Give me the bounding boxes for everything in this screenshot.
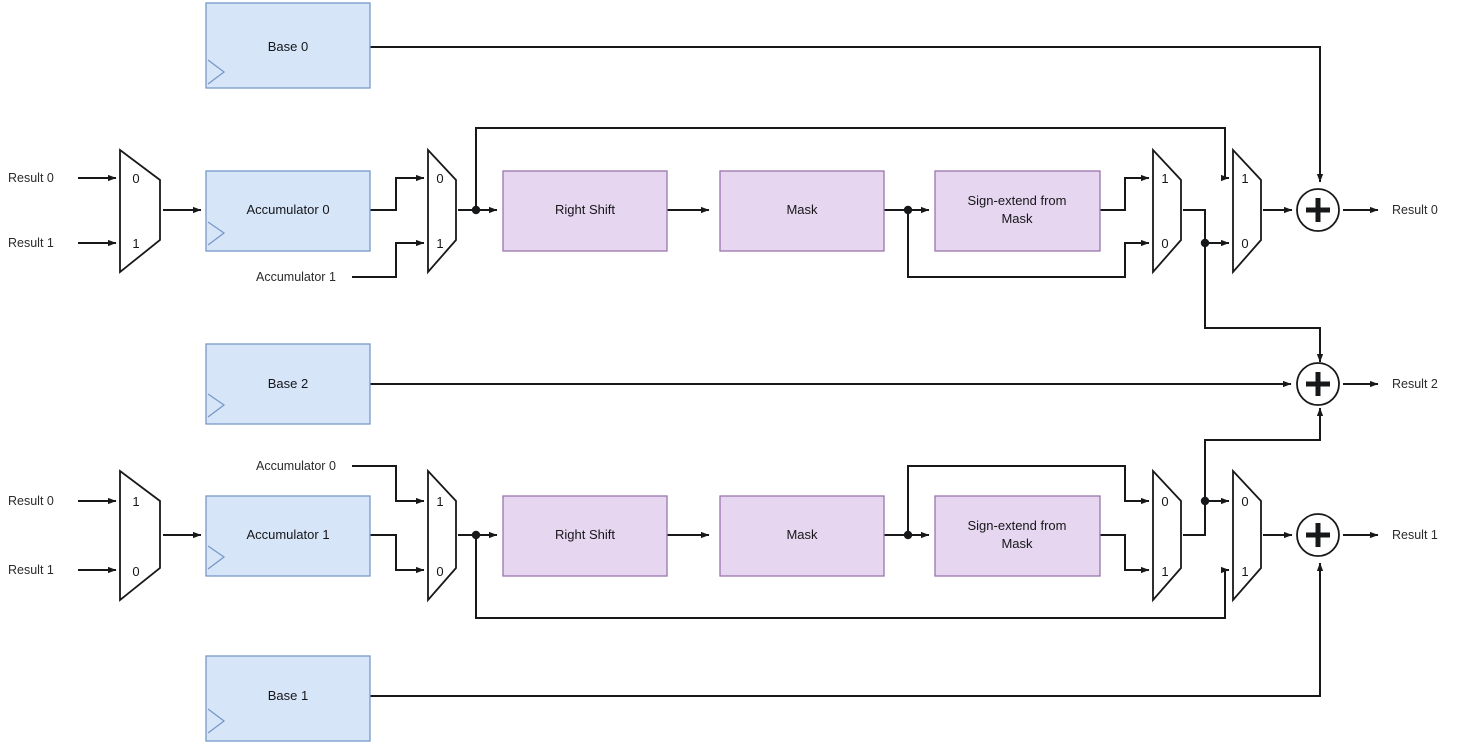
register-base1[interactable]: Base 1 <box>205 655 371 742</box>
mux-bot-final[interactable]: 0 1 <box>1232 468 1262 603</box>
wire-bot-bypass-to-muxbotfinal-1 <box>475 535 1230 619</box>
op-right-shift-bottom[interactable]: Right Shift <box>502 495 668 577</box>
register-accumulator1-label: Accumulator 1 <box>246 527 329 542</box>
wire-top-mask-bypass-to-muxtopselect-0 <box>907 210 1150 278</box>
mux-top-final-port-1: 1 <box>1241 171 1248 186</box>
wire-base0-to-addertop <box>370 46 1324 183</box>
mux-bot-final-port-0: 0 <box>1241 494 1248 509</box>
mux-bot-input-port-1: 1 <box>132 494 139 509</box>
mux-top-accum-port-1: 1 <box>436 236 443 251</box>
feed-label-accumulator1: Accumulator 1 <box>256 270 336 284</box>
mux-bot-accum-port-1: 1 <box>436 494 443 509</box>
register-accumulator0-label: Accumulator 0 <box>246 202 329 217</box>
wire-signext-to-muxtopselect-1 <box>1100 174 1150 211</box>
mux-top-accum[interactable]: 0 1 <box>427 147 457 275</box>
register-base0[interactable]: Base 0 <box>205 2 371 89</box>
op-mask-bottom-label: Mask <box>786 527 818 542</box>
output-label-result2: Result 2 <box>1392 377 1438 391</box>
op-sign-extend-bottom[interactable]: Sign-extend from Mask <box>934 495 1101 577</box>
input-label-bot-result1: Result 1 <box>8 563 54 577</box>
op-mask-top-label: Mask <box>786 202 818 217</box>
mux-bot-input[interactable]: 1 0 <box>119 469 161 602</box>
mux-top-input-port-1: 1 <box>132 236 139 251</box>
mux-bot-accum-port-0: 0 <box>436 564 443 579</box>
op-mask-top[interactable]: Mask <box>719 170 885 252</box>
mux-bot-select-port-0: 0 <box>1161 494 1168 509</box>
op-mask-bottom[interactable]: Mask <box>719 495 885 577</box>
register-base1-label: Base 1 <box>268 688 308 703</box>
wire-accum1-to-muxbotaccum-0 <box>370 534 425 574</box>
output-label-result0: Result 0 <box>1392 203 1438 217</box>
mux-top-input-port-0: 0 <box>132 171 139 186</box>
input-label-bot-result0: Result 0 <box>8 494 54 508</box>
wire-base1-to-adderbot <box>370 562 1324 697</box>
mux-top-final-port-0: 0 <box>1241 236 1248 251</box>
op-sign-extend-top-label-line1: Sign-extend from <box>968 193 1067 208</box>
input-label-top-result1: Result 1 <box>8 236 54 250</box>
mux-bot-accum[interactable]: 1 0 <box>427 468 457 603</box>
wire-botselect-to-addermid-bottom <box>1204 407 1324 501</box>
register-accumulator1[interactable]: Accumulator 1 <box>205 495 371 577</box>
wire-layer <box>78 46 1379 697</box>
op-sign-extend-top[interactable]: Sign-extend from Mask <box>934 170 1101 252</box>
wire-accum0feed-to-muxbotaccum-1 <box>352 465 425 505</box>
op-right-shift-top[interactable]: Right Shift <box>502 170 668 252</box>
wire-signext-to-muxbotselect-1 <box>1100 534 1150 574</box>
output-label-result1: Result 1 <box>1392 528 1438 542</box>
register-base0-label: Base 0 <box>268 39 308 54</box>
wire-topselect-to-addermid-top <box>1204 243 1324 363</box>
mux-top-select[interactable]: 1 0 <box>1152 147 1182 275</box>
mux-top-final[interactable]: 1 0 <box>1232 147 1262 275</box>
op-sign-extend-bottom-label-line1: Sign-extend from <box>968 518 1067 533</box>
op-sign-extend-bottom-label-line2: Mask <box>1001 536 1033 551</box>
wire-accum1feed-to-muxtopaccum-1 <box>352 239 425 278</box>
register-accumulator0[interactable]: Accumulator 0 <box>205 170 371 252</box>
mux-top-select-port-1: 1 <box>1161 171 1168 186</box>
op-sign-extend-top-label-line2: Mask <box>1001 211 1033 226</box>
wire-accum0-to-muxtopaccum-0 <box>370 174 425 211</box>
adder-mid[interactable] <box>1296 362 1340 406</box>
register-base2-label: Base 2 <box>268 376 308 391</box>
op-right-shift-top-label: Right Shift <box>555 202 615 217</box>
mux-bot-select-port-1: 1 <box>1161 564 1168 579</box>
mux-top-input[interactable]: 0 1 <box>119 148 161 274</box>
register-base2[interactable]: Base 2 <box>205 343 371 425</box>
mux-bot-select[interactable]: 0 1 <box>1152 468 1182 603</box>
wire-top-bypass-to-muxtopfinal-1 <box>475 127 1230 210</box>
wire-muxtopselect-to-muxtopfinal-0 <box>1183 209 1230 247</box>
mux-top-select-port-0: 0 <box>1161 236 1168 251</box>
adder-top[interactable] <box>1296 188 1340 232</box>
wire-bot-mask-bypass-to-muxbotselect-0 <box>907 465 1150 535</box>
mux-bot-final-port-1: 1 <box>1241 564 1248 579</box>
op-right-shift-bottom-label: Right Shift <box>555 527 615 542</box>
mux-top-accum-port-0: 0 <box>436 171 443 186</box>
input-label-top-result0: Result 0 <box>8 171 54 185</box>
adder-bot[interactable] <box>1296 513 1340 557</box>
wire-muxbotselect-to-muxbotfinal-0 <box>1183 497 1230 536</box>
feed-label-accumulator0: Accumulator 0 <box>256 459 336 473</box>
mux-bot-input-port-0: 0 <box>132 564 139 579</box>
